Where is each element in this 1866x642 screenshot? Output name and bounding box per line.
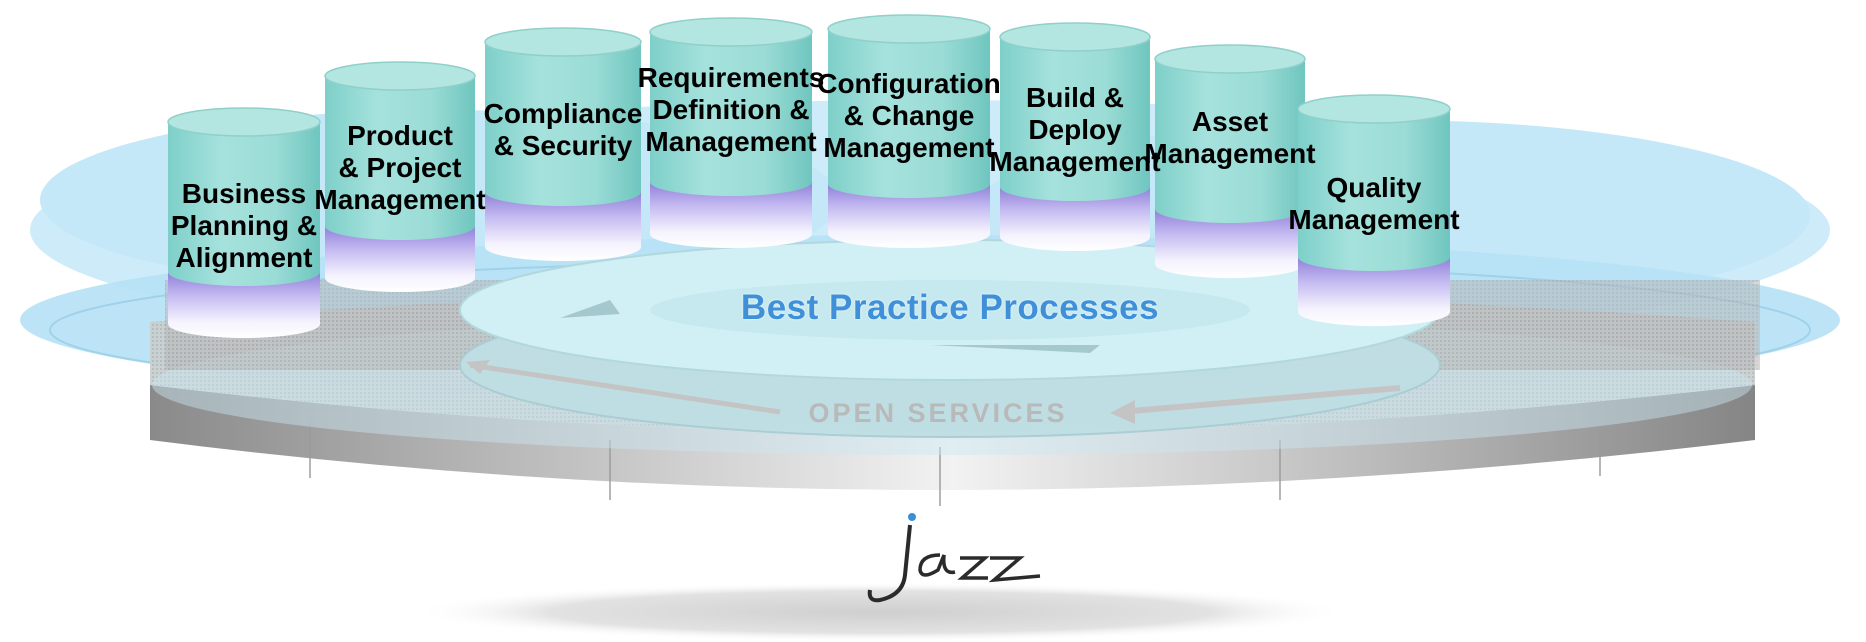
open-services-arrows [466, 360, 1401, 424]
pillar-7 [1154, 44, 1306, 278]
pillar-6 [999, 22, 1151, 251]
jazz-logo [867, 513, 1041, 603]
pillar-1 [167, 107, 321, 338]
pillar-5 [827, 14, 991, 248]
pillar-3 [484, 27, 642, 261]
pillar-2 [324, 61, 476, 292]
pillar-8 [1297, 94, 1451, 326]
pillar-4 [649, 17, 813, 248]
ground-shadow [410, 582, 1350, 642]
